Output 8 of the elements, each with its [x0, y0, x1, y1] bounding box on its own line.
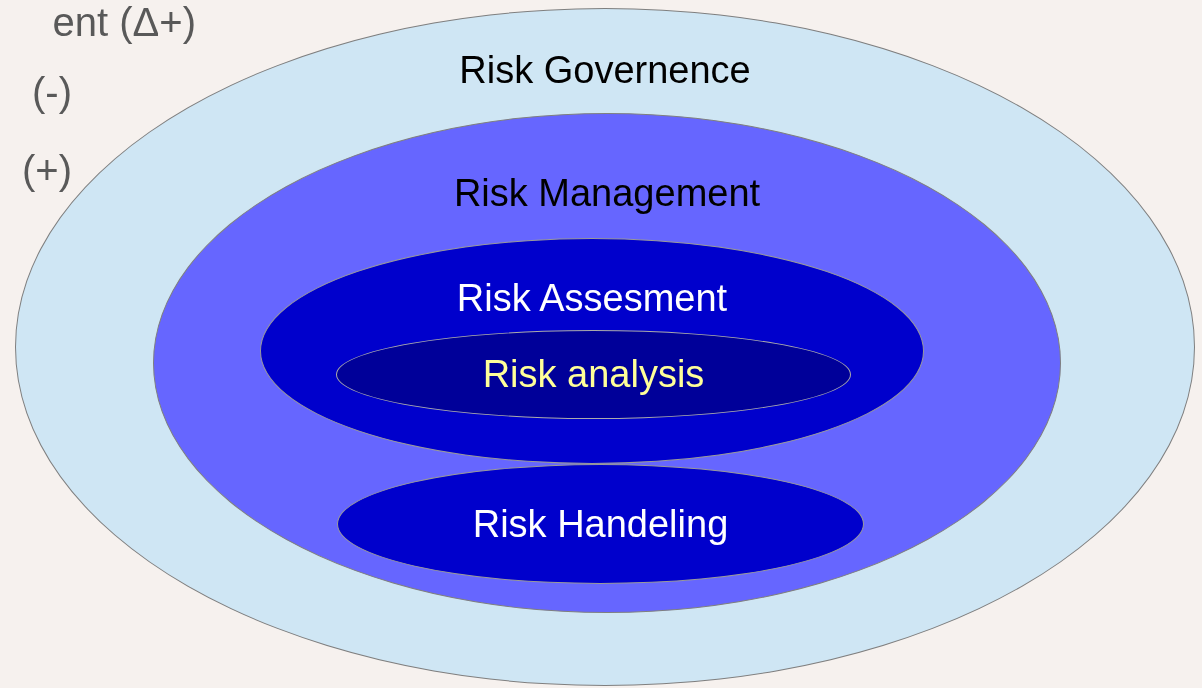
- ellipse-label: Risk Handeling: [472, 503, 729, 546]
- note-text: ent (Δ+): [52, 0, 196, 45]
- ellipse-label: Risk Governence: [459, 49, 751, 92]
- note-text: (+): [22, 148, 72, 193]
- ellipse-label: Risk Management: [453, 172, 761, 215]
- ellipse-label: Risk Assesment: [456, 277, 728, 320]
- ellipse-label: Risk analysis: [482, 353, 705, 396]
- note-text: (-): [32, 70, 72, 115]
